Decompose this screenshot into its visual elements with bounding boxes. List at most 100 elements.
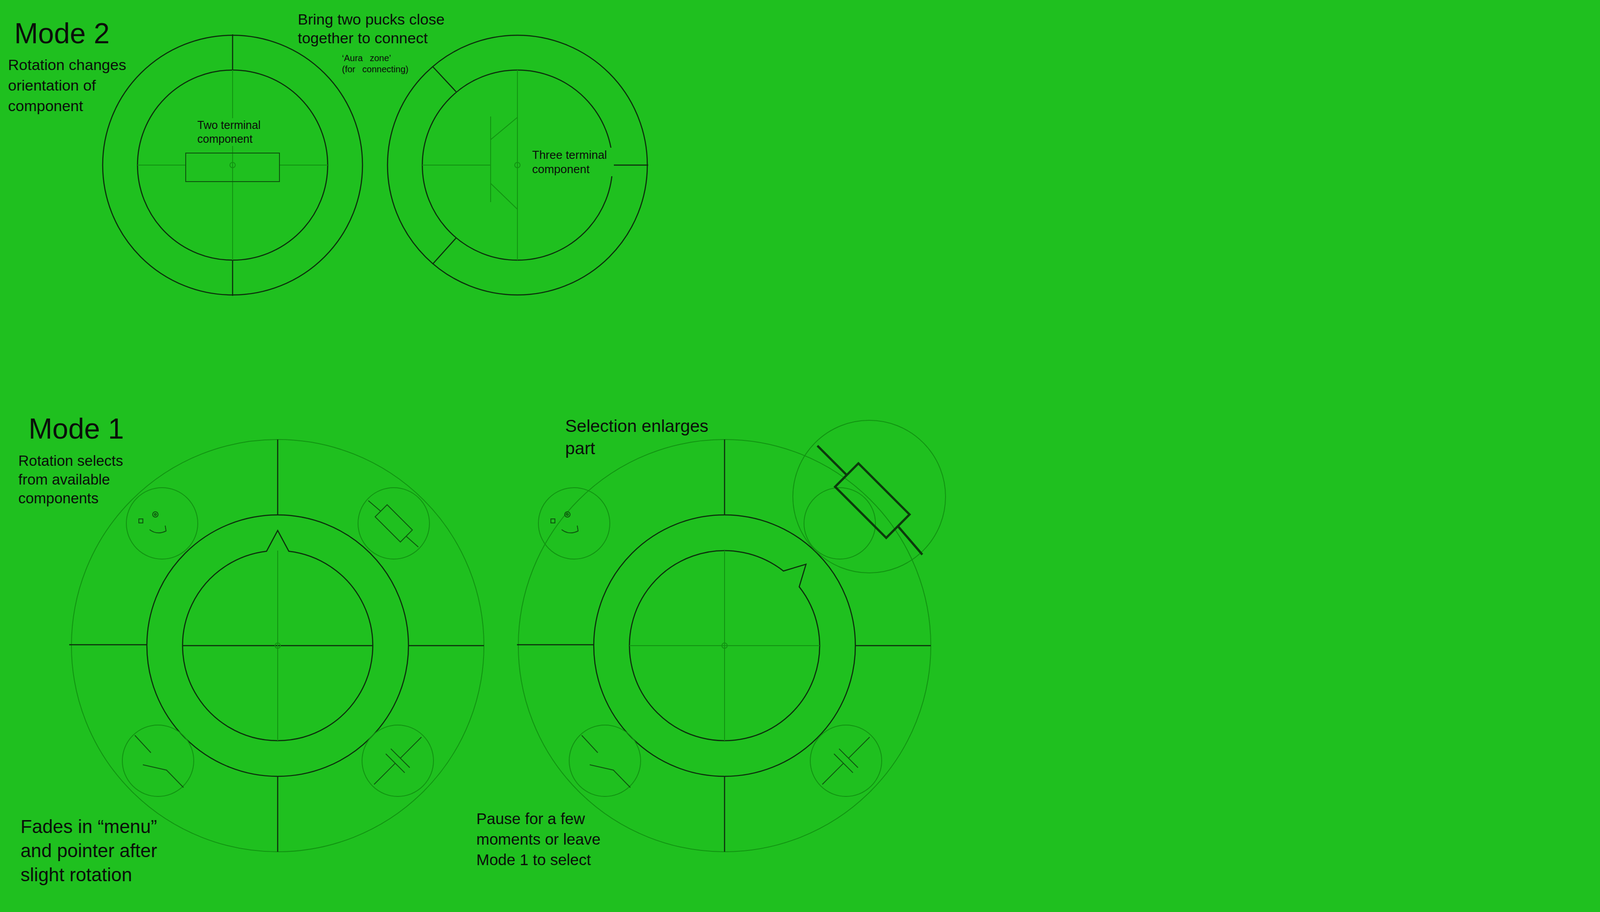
guide-line: [516, 70, 518, 261]
lead: [822, 763, 844, 785]
smiley-icon: [138, 512, 167, 534]
capacitor-symbol: [364, 728, 431, 795]
divider: [724, 776, 726, 853]
eye: [154, 513, 157, 516]
puck-rim: [387, 35, 648, 296]
center-dot: [229, 162, 236, 168]
mode-heading: Mode 2: [14, 16, 110, 50]
center-dot: [721, 643, 728, 649]
lever: [589, 765, 631, 788]
enlarged-resistor-symbol: [817, 445, 923, 555]
switch-symbol: [134, 735, 184, 788]
note-text: ‘Aura zone’ (for connecting): [341, 52, 410, 75]
capacitor-symbol: [812, 728, 880, 795]
menu-slot: [126, 487, 198, 560]
label-holder: ‘Aura zone’ (for connecting): [341, 52, 410, 75]
menu-ring: [71, 439, 484, 853]
label-holder: Rotation selects from available componen…: [18, 451, 137, 509]
terminal-tick: [232, 260, 234, 296]
smile: [561, 525, 579, 534]
puck-ring: [146, 515, 409, 777]
enlarged-slot: [792, 420, 946, 574]
transistor-collector: [490, 117, 518, 140]
transistor-emitter: [490, 183, 518, 210]
guide-line: [724, 550, 725, 742]
inner-ring: [137, 70, 328, 261]
label-holder: Mode 2: [14, 16, 110, 50]
divider: [69, 644, 147, 646]
puck-rim: [102, 35, 363, 296]
label-holder: Mode 1: [28, 412, 124, 446]
lever: [142, 765, 184, 788]
menu-slot: [122, 725, 194, 797]
note-text: Selection enlarges part: [565, 415, 722, 460]
lead: [897, 526, 923, 555]
lead: [374, 763, 396, 785]
two-terminal-puck: [137, 34, 328, 296]
lead-line: [137, 164, 186, 166]
guide-line: [277, 550, 279, 742]
divider: [277, 439, 279, 516]
terminal-tick: [612, 164, 649, 167]
note-text: Rotation changes orientation of componen…: [8, 54, 142, 117]
eye: [138, 519, 143, 524]
lead: [134, 735, 151, 754]
note-text: Bring two pucks close together to connec…: [297, 9, 459, 48]
eye: [564, 512, 571, 518]
label-holder: Rotation changes orientation of componen…: [8, 54, 142, 117]
divider: [724, 439, 726, 516]
note-text: Pause for a few moments or leave Mode 1 …: [476, 808, 611, 871]
terminal-tick: [232, 34, 234, 71]
divider: [855, 645, 931, 647]
component-caption: Two terminal component: [195, 118, 266, 146]
three-terminal-puck: [422, 66, 649, 265]
lead: [406, 536, 419, 548]
menu-slot: [569, 725, 641, 797]
puck-circle: Three terminal component: [386, 34, 649, 296]
guide-line: [232, 70, 234, 261]
menu-slot: [362, 725, 434, 797]
divider: [516, 644, 594, 646]
menu-puck: [69, 439, 484, 853]
label-holder: Fades in “menu” and pointer after slight…: [20, 815, 175, 888]
menu-slot: [810, 725, 882, 797]
divider: [277, 776, 279, 853]
lead: [400, 737, 422, 759]
lead-line: [279, 164, 328, 166]
lead: [581, 735, 598, 754]
resistor-symbol: [368, 500, 419, 548]
note-text: Fades in “menu” and pointer after slight…: [20, 815, 175, 888]
switch-symbol: [581, 735, 631, 788]
eye: [550, 519, 555, 524]
lead: [817, 445, 847, 476]
lead: [368, 500, 381, 512]
note-text: Rotation selects from available componen…: [18, 451, 137, 509]
smile: [149, 525, 167, 534]
puck-circle: Two terminal component: [101, 34, 364, 296]
puck-ring: [593, 515, 856, 777]
menu-slot: [538, 487, 610, 560]
center-dot: [514, 162, 521, 168]
eye: [566, 513, 569, 516]
lead: [848, 737, 870, 759]
terminal-tick: [432, 237, 457, 265]
label-holder: Pause for a few moments or leave Mode 1 …: [476, 808, 611, 871]
transistor-base: [490, 116, 492, 203]
label-holder: Selection enlarges part: [565, 415, 722, 460]
smiley-icon: [550, 512, 579, 534]
puck-outline: [101, 34, 364, 296]
menu-slot: [358, 487, 430, 560]
component-caption: Three terminal component: [530, 147, 614, 177]
center-dot: [275, 643, 281, 649]
pointer-dial: [182, 530, 373, 742]
resistor-symbol: [185, 153, 280, 182]
menu-puck-selected: [516, 420, 946, 853]
base-lead: [422, 164, 491, 166]
label-holder: Bring two pucks close together to connec…: [297, 9, 459, 48]
menu-slot: [804, 487, 876, 560]
menu-ring: [518, 439, 931, 853]
mode-heading: Mode 1: [28, 412, 124, 446]
divider: [408, 645, 484, 647]
eye: [152, 512, 159, 518]
terminal-tick: [432, 66, 457, 92]
